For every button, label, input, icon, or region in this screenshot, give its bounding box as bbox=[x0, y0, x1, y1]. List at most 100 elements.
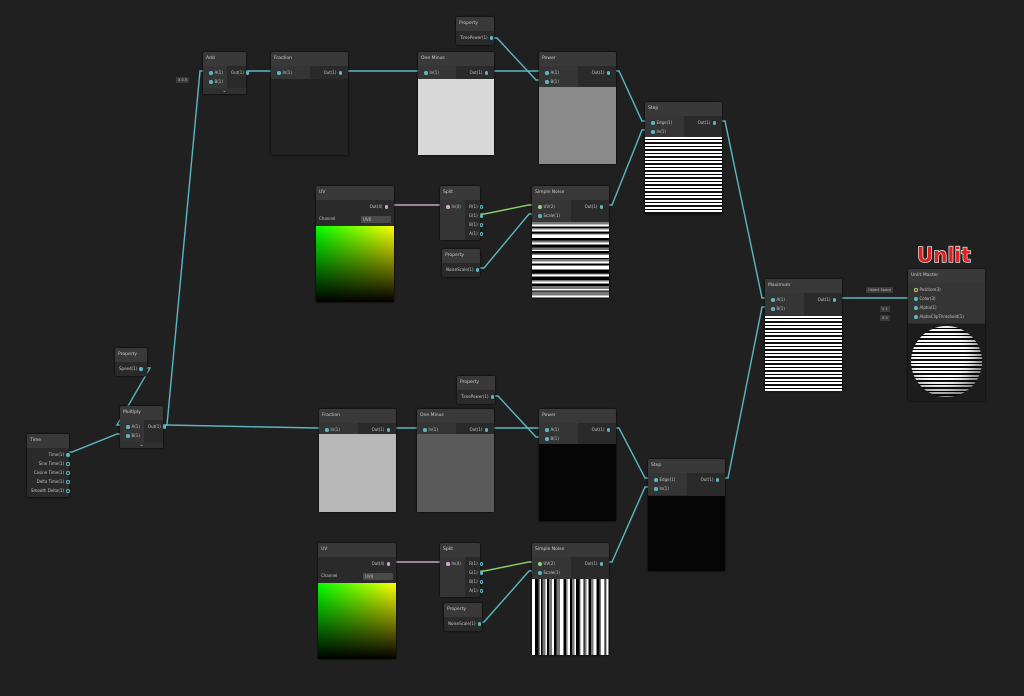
output-port[interactable]: Out(1) bbox=[358, 425, 397, 434]
output-port[interactable]: TimePower(1) bbox=[457, 392, 500, 401]
input-port[interactable]: B(1) bbox=[539, 434, 578, 443]
input-port[interactable]: Scale(1) bbox=[532, 568, 571, 577]
port-dot-icon[interactable] bbox=[538, 562, 542, 566]
input-port[interactable]: Edge(1) bbox=[645, 118, 684, 127]
port-dot-icon[interactable] bbox=[545, 428, 549, 432]
port-dot-icon[interactable] bbox=[479, 580, 484, 584]
port-dot-icon[interactable] bbox=[545, 437, 549, 441]
output-port[interactable]: Out(1) bbox=[804, 295, 843, 304]
output-port[interactable]: Out(1) bbox=[456, 425, 495, 434]
port-dot-icon[interactable] bbox=[538, 571, 542, 575]
port-dot-icon[interactable] bbox=[914, 288, 918, 292]
port-dot-icon[interactable] bbox=[479, 223, 484, 227]
output-port[interactable]: B(1) bbox=[465, 220, 489, 229]
alpha-input[interactable]: X 1 bbox=[880, 306, 890, 312]
port-dot-icon[interactable] bbox=[599, 562, 603, 566]
alpha-clip-input[interactable]: X 0 bbox=[880, 315, 890, 321]
input-port[interactable]: In(1) bbox=[417, 425, 456, 434]
input-port[interactable]: B(1) bbox=[120, 431, 144, 440]
port-dot-icon[interactable] bbox=[489, 36, 494, 40]
port-dot-icon[interactable] bbox=[126, 434, 130, 438]
output-port[interactable]: R(1) bbox=[465, 202, 489, 211]
node-title[interactable]: Unlit Master bbox=[908, 269, 985, 283]
output-port[interactable]: Time(1) bbox=[27, 450, 76, 459]
input-port[interactable]: Color(3) bbox=[908, 294, 985, 303]
chevron-down-icon[interactable]: ⌄ bbox=[203, 88, 246, 94]
node-title[interactable]: Fraction bbox=[319, 409, 396, 423]
port-dot-icon[interactable] bbox=[475, 268, 480, 272]
port-dot-icon[interactable] bbox=[914, 315, 918, 319]
port-dot-icon[interactable] bbox=[914, 306, 918, 310]
node-title[interactable]: UV bbox=[318, 543, 396, 557]
port-dot-icon[interactable] bbox=[66, 453, 70, 457]
port-dot-icon[interactable] bbox=[538, 214, 542, 218]
input-port[interactable]: In(1) bbox=[418, 68, 456, 77]
add-b-input[interactable]: X 0.5 bbox=[176, 77, 190, 83]
port-dot-icon[interactable] bbox=[479, 571, 484, 575]
port-dot-icon[interactable] bbox=[446, 562, 450, 566]
output-port[interactable]: NoiseScale(1) bbox=[442, 265, 485, 274]
input-port[interactable]: A(1) bbox=[539, 425, 578, 434]
port-dot-icon[interactable] bbox=[479, 205, 484, 209]
node-title[interactable]: Property bbox=[115, 348, 147, 362]
port-dot-icon[interactable] bbox=[538, 205, 542, 209]
node-title[interactable]: Property bbox=[444, 603, 482, 617]
port-dot-icon[interactable] bbox=[424, 71, 428, 75]
position-space-dropdown[interactable]: Object Space bbox=[866, 287, 894, 293]
port-dot-icon[interactable] bbox=[654, 487, 658, 491]
output-port[interactable]: Out(1) bbox=[310, 68, 349, 77]
port-dot-icon[interactable] bbox=[139, 367, 143, 371]
node-title[interactable]: Time bbox=[27, 434, 69, 448]
output-port[interactable]: A(1) bbox=[465, 586, 489, 595]
output-port[interactable]: G(1) bbox=[465, 211, 489, 220]
node-title[interactable]: Power bbox=[539, 409, 616, 423]
node-title[interactable]: Step bbox=[645, 102, 722, 116]
port-dot-icon[interactable] bbox=[484, 428, 488, 432]
port-dot-icon[interactable] bbox=[771, 307, 775, 311]
port-dot-icon[interactable] bbox=[66, 471, 70, 475]
output-port[interactable]: NoiseScale(1) bbox=[444, 619, 487, 628]
output-port[interactable]: Out(1) bbox=[571, 559, 610, 568]
output-port[interactable]: Out(1) bbox=[456, 68, 494, 77]
node-title[interactable]: One Minus bbox=[417, 409, 494, 423]
port-dot-icon[interactable] bbox=[209, 71, 213, 75]
input-port[interactable]: UV(2) bbox=[532, 559, 571, 568]
node-title[interactable]: Property bbox=[442, 249, 480, 263]
output-port[interactable]: B(1) bbox=[465, 577, 489, 586]
output-port[interactable]: TimePower(1) bbox=[456, 33, 499, 42]
port-dot-icon[interactable] bbox=[386, 562, 390, 566]
port-dot-icon[interactable] bbox=[477, 622, 482, 626]
port-dot-icon[interactable] bbox=[606, 71, 610, 75]
node-title[interactable]: Maximum bbox=[765, 279, 842, 293]
port-dot-icon[interactable] bbox=[66, 489, 70, 493]
port-dot-icon[interactable] bbox=[606, 428, 610, 432]
input-port[interactable]: Alpha(1) bbox=[908, 303, 985, 312]
node-title[interactable]: Multiply bbox=[120, 406, 163, 420]
input-port[interactable]: B(1) bbox=[765, 304, 804, 313]
port-dot-icon[interactable] bbox=[277, 71, 281, 75]
input-port[interactable]: B(1) bbox=[539, 77, 578, 86]
port-dot-icon[interactable] bbox=[712, 121, 716, 125]
input-port[interactable]: AlphaClipThreshold(1) bbox=[908, 312, 985, 321]
port-dot-icon[interactable] bbox=[479, 589, 484, 593]
output-port[interactable]: R(1) bbox=[465, 559, 489, 568]
port-dot-icon[interactable] bbox=[446, 205, 450, 209]
port-dot-icon[interactable] bbox=[386, 428, 390, 432]
port-dot-icon[interactable] bbox=[771, 298, 775, 302]
node-title[interactable]: Property bbox=[457, 376, 495, 390]
output-port[interactable]: Out(1) bbox=[687, 475, 726, 484]
input-port[interactable]: A(1) bbox=[765, 295, 804, 304]
port-dot-icon[interactable] bbox=[832, 298, 836, 302]
output-port[interactable]: Delta Time(1) bbox=[27, 477, 76, 486]
